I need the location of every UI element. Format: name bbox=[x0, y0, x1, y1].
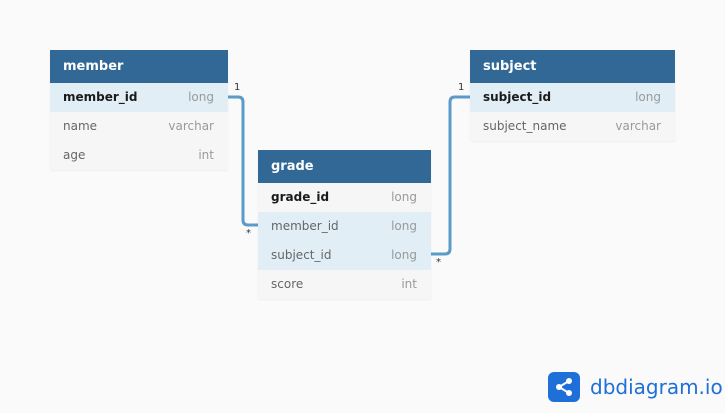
field-name: subject_name bbox=[483, 119, 567, 133]
brand-text: dbdiagram.io bbox=[590, 375, 723, 399]
field-type: long bbox=[391, 248, 417, 262]
field-name: score bbox=[271, 277, 304, 291]
field-type: long bbox=[391, 219, 417, 233]
field-type: int bbox=[401, 277, 417, 291]
table-subject-header[interactable]: subject bbox=[470, 50, 675, 83]
subject-grade-link[interactable] bbox=[431, 95, 470, 256]
field-name: subject_id bbox=[483, 90, 552, 104]
member-grade-many-label: * bbox=[246, 228, 251, 239]
field-row[interactable]: subject_name varchar bbox=[470, 112, 675, 141]
member-grade-link[interactable] bbox=[228, 95, 258, 227]
field-name: subject_id bbox=[271, 248, 332, 262]
field-row[interactable]: age int bbox=[50, 141, 228, 170]
table-grade[interactable]: grade grade_id long member_id long subje… bbox=[258, 150, 431, 299]
field-type: varchar bbox=[168, 119, 214, 133]
table-grade-header[interactable]: grade bbox=[258, 150, 431, 183]
brand-logo[interactable]: dbdiagram.io bbox=[548, 372, 723, 402]
member-grade-one-label: 1 bbox=[234, 82, 241, 93]
field-name: name bbox=[63, 119, 98, 133]
field-name: age bbox=[63, 148, 86, 162]
field-name: member_id bbox=[63, 90, 138, 104]
field-row[interactable]: member_id long bbox=[258, 212, 431, 241]
field-name: member_id bbox=[271, 219, 339, 233]
subject-grade-many-label: * bbox=[436, 257, 441, 268]
field-type: varchar bbox=[615, 119, 661, 133]
field-type: long bbox=[188, 90, 214, 104]
field-type: long bbox=[635, 90, 661, 104]
table-subject[interactable]: subject subject_id long subject_name var… bbox=[470, 50, 675, 141]
field-row[interactable]: member_id long bbox=[50, 83, 228, 112]
field-row[interactable]: grade_id long bbox=[258, 183, 431, 212]
share-network-icon bbox=[548, 372, 580, 402]
field-name: grade_id bbox=[271, 190, 330, 204]
field-row[interactable]: subject_id long bbox=[470, 83, 675, 112]
field-row[interactable]: subject_id long bbox=[258, 241, 431, 270]
field-row[interactable]: score int bbox=[258, 270, 431, 299]
field-type: int bbox=[198, 148, 214, 162]
subject-grade-one-label: 1 bbox=[458, 82, 465, 93]
field-type: long bbox=[391, 190, 417, 204]
table-member-header[interactable]: member bbox=[50, 50, 228, 83]
table-member[interactable]: member member_id long name varchar age i… bbox=[50, 50, 228, 170]
field-row[interactable]: name varchar bbox=[50, 112, 228, 141]
